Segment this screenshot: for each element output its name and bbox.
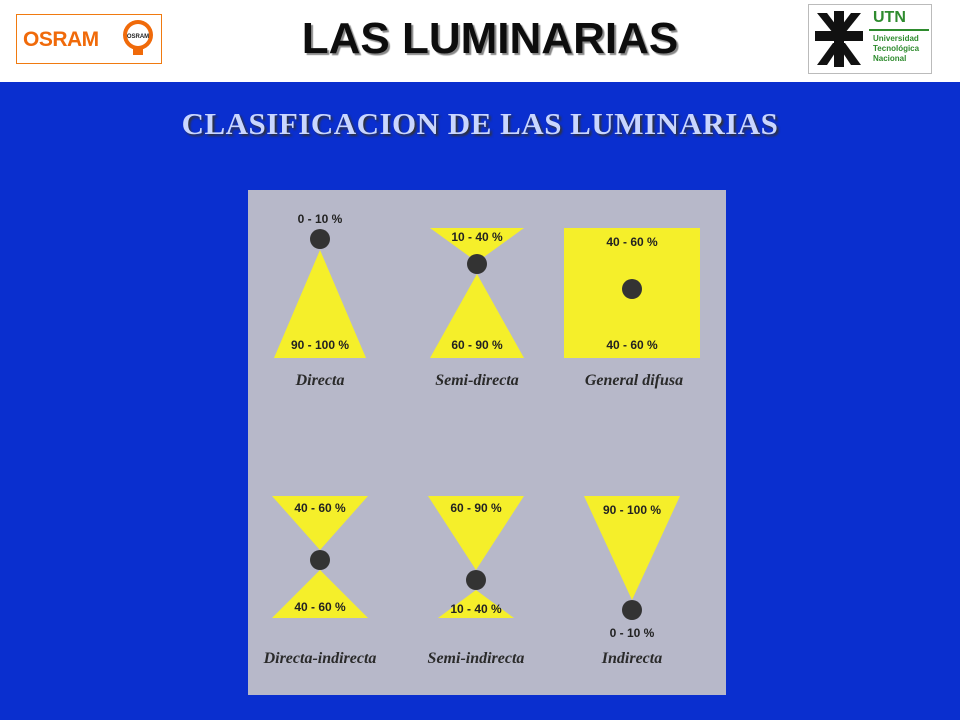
general-difusa-bottom-pct: 40 - 60 %: [606, 338, 658, 352]
section-subtitle: CLASIFICACION DE LAS LUMINARIAS: [181, 106, 779, 141]
utn-logo: UTN Universidad Tecnológica Nacional: [808, 4, 932, 74]
utn-name-line1: Universidad: [873, 34, 919, 43]
utn-divider: [869, 29, 929, 31]
semi-indirecta-bottom-pct: 10 - 40 %: [450, 602, 502, 616]
utn-name-line2: Tecnológica: [873, 44, 920, 53]
diagram-directa-indirecta: 40 - 60 % 40 - 60 %: [272, 496, 368, 618]
label-directa: Directa: [295, 372, 345, 389]
diagram-general-difusa: 40 - 60 % 40 - 60 %: [564, 228, 700, 358]
diagram-semi-directa: 10 - 40 % 60 - 90 %: [430, 228, 524, 358]
semi-directa-bottom-pct: 60 - 90 %: [451, 338, 503, 352]
luminaire-classification-figure: 0 - 10 % 90 - 100 % 10 - 40 % 60 - 90 % …: [248, 190, 726, 695]
general-difusa-top-pct: 40 - 60 %: [606, 235, 658, 249]
utn-name: Universidad Tecnológica Nacional: [873, 34, 919, 64]
diagram-directa: 0 - 10 % 90 - 100 %: [274, 212, 366, 358]
semi-directa-top-pct: 10 - 40 %: [451, 230, 503, 244]
utn-name-line3: Nacional: [873, 54, 907, 63]
page-title: LAS LUMINARIAS: [301, 14, 679, 63]
utn-emblem-icon: [815, 11, 863, 67]
label-indirecta: Indirecta: [601, 650, 663, 667]
osram-bulb-icon: OSRAM: [123, 20, 153, 55]
directa-bottom-pct: 90 - 100 %: [291, 338, 349, 352]
osram-badge-text: OSRAM: [127, 34, 149, 40]
semi-indirecta-top-pct: 60 - 90 %: [450, 501, 502, 515]
diagram-semi-indirecta: 60 - 90 % 10 - 40 %: [428, 496, 524, 618]
diagram-indirecta: 90 - 100 % 0 - 10 %: [584, 496, 680, 640]
label-directa-indirecta: Directa-indirecta: [263, 650, 377, 667]
osram-logo-text: OSRAM: [23, 28, 99, 51]
indirecta-bottom-pct: 0 - 10 %: [610, 626, 655, 640]
utn-abbrev: UTN: [873, 9, 906, 26]
osram-logo: OSRAM OSRAM: [16, 14, 162, 64]
indirecta-top-pct: 90 - 100 %: [603, 503, 661, 517]
header-bar: OSRAM OSRAM LAS LUMINARIAS UTN Universid…: [0, 0, 960, 82]
luminaire-diagrams: 0 - 10 % 90 - 100 % 10 - 40 % 60 - 90 % …: [272, 212, 700, 640]
directa-indirecta-top-pct: 40 - 60 %: [294, 501, 346, 515]
label-general-difusa: General difusa: [584, 372, 684, 389]
directa-top-pct: 0 - 10 %: [298, 212, 343, 226]
directa-indirecta-bottom-pct: 40 - 60 %: [294, 600, 346, 614]
label-semi-indirecta: Semi-indirecta: [427, 650, 525, 667]
label-semi-directa: Semi-directa: [435, 372, 519, 389]
